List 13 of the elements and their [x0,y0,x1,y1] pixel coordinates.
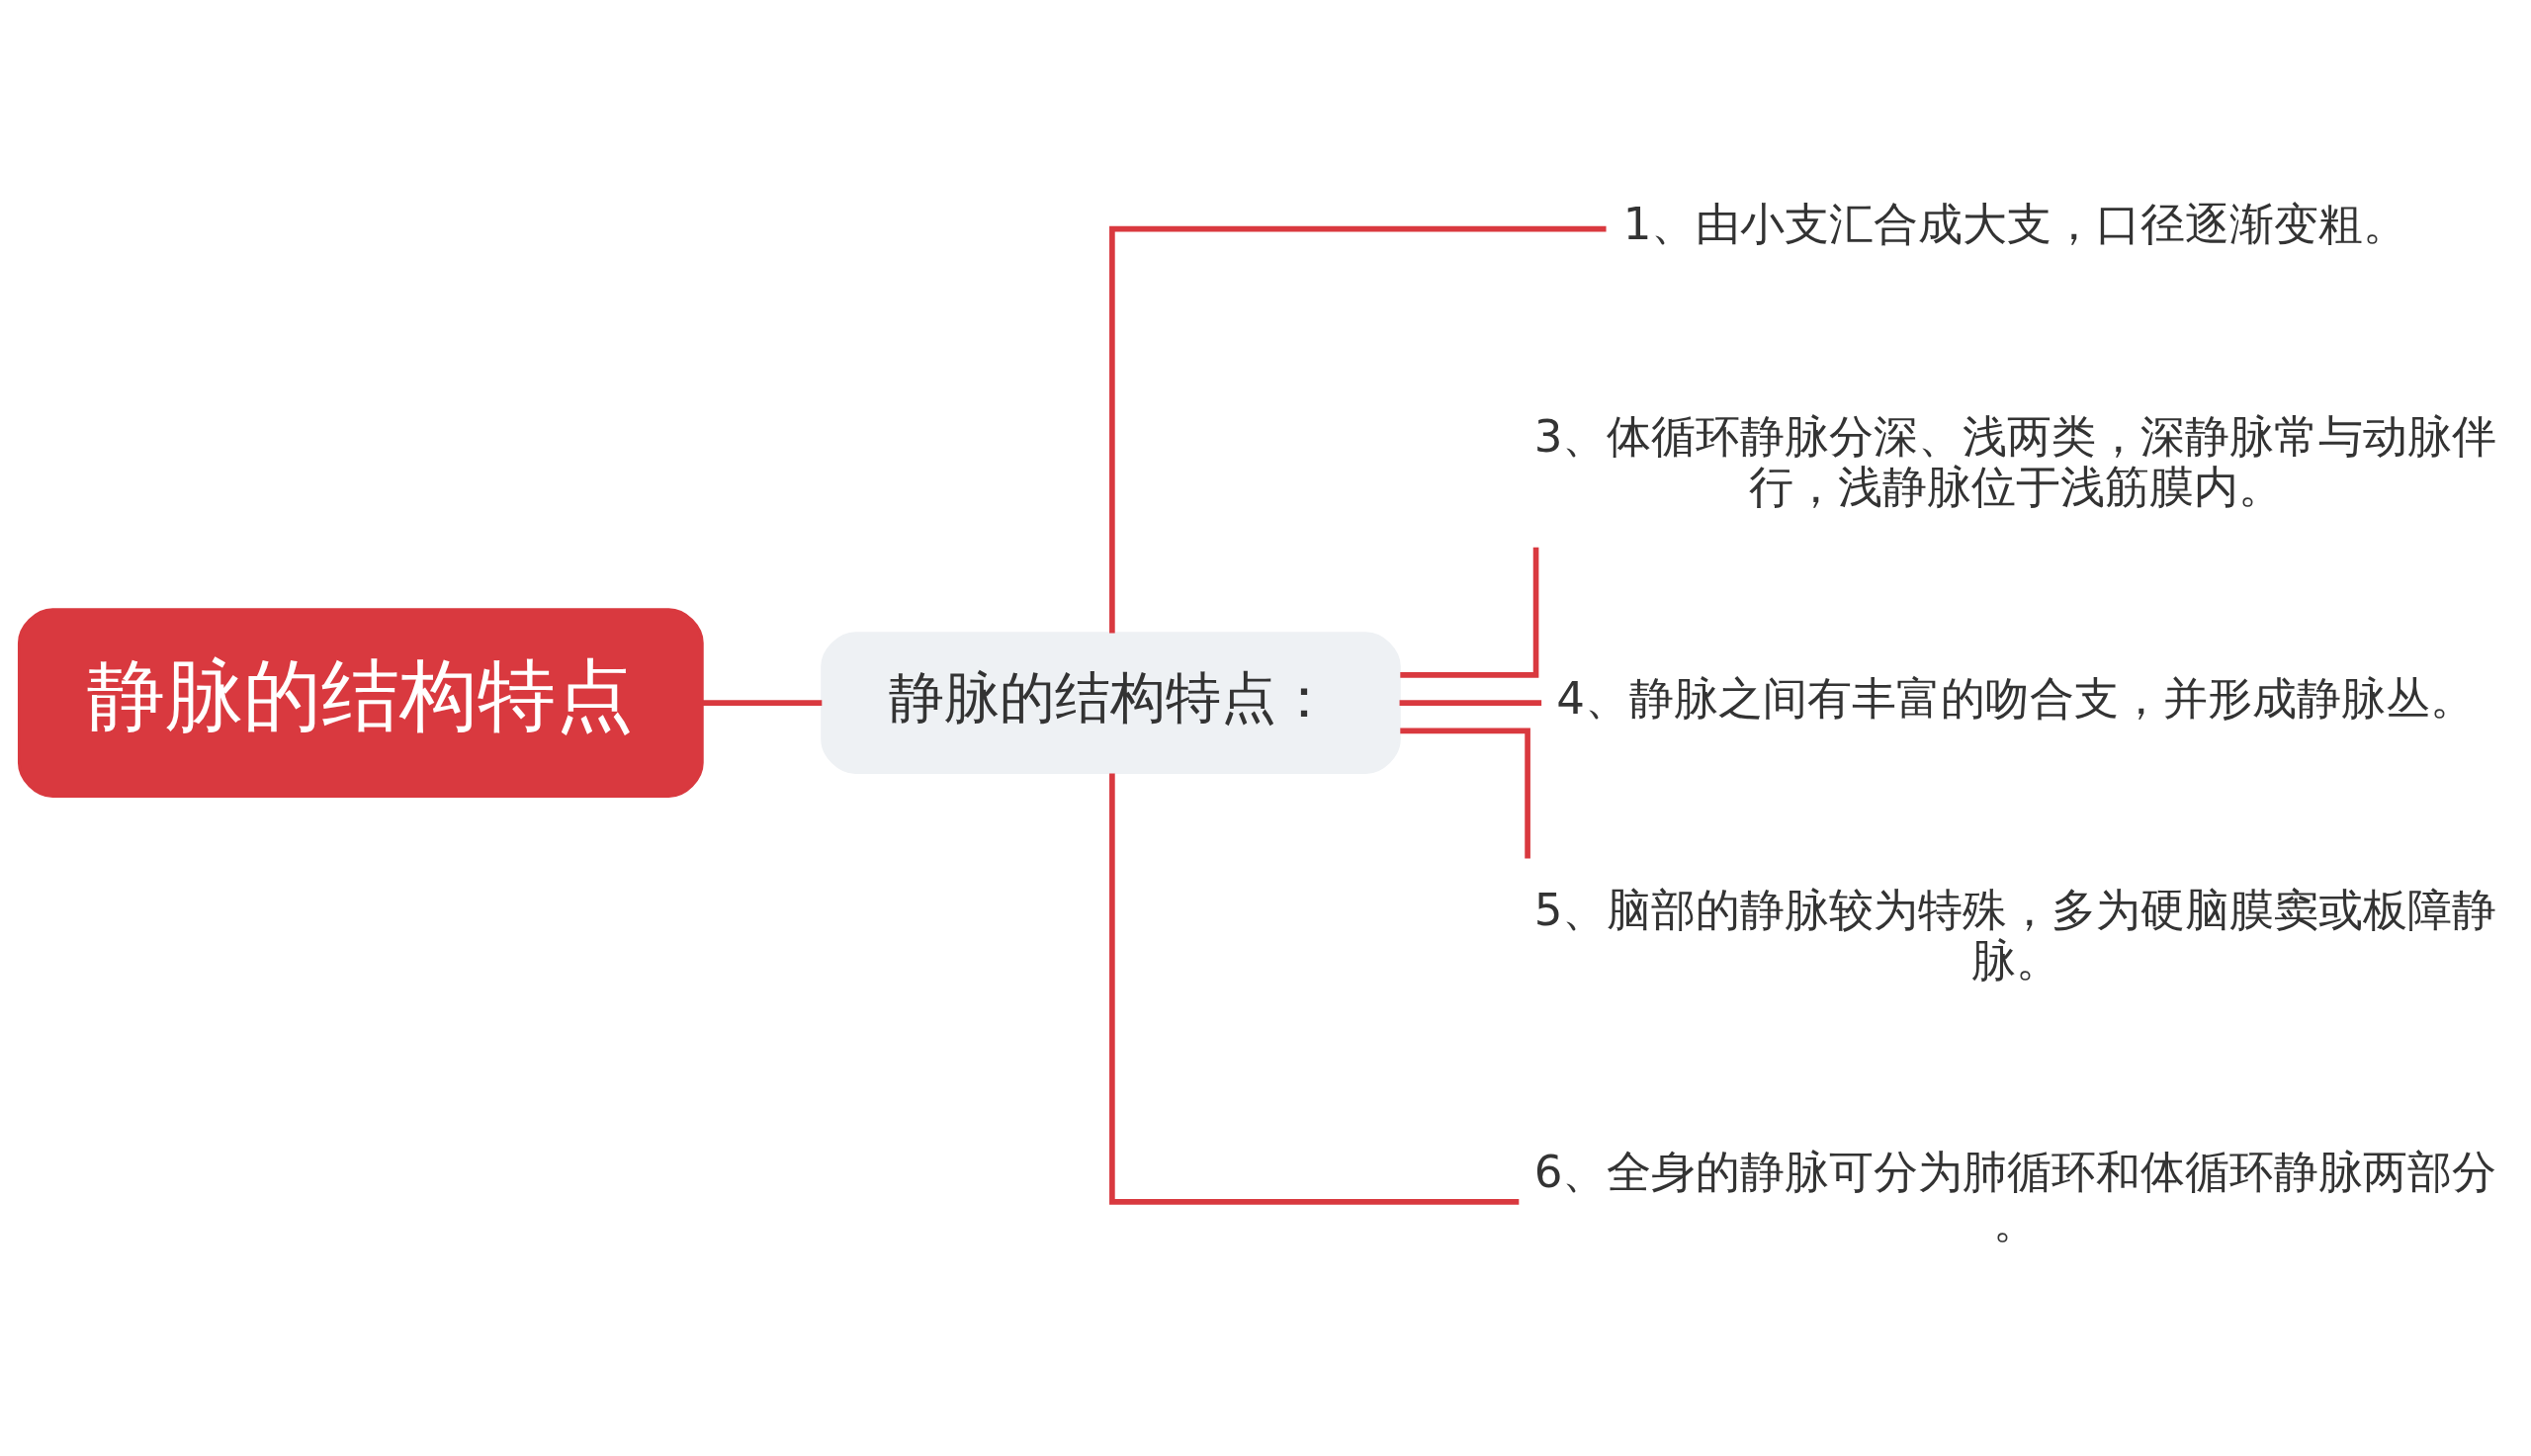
connector [1400,547,1539,678]
connector [1109,225,1607,634]
node-text: 1、由小支汇合成大支，口径逐渐变粗。 [1622,198,2408,251]
node-text: 6、全身的静脉可分为肺循环和体循环静脉两部分。 [1533,1146,2497,1249]
connector [1399,700,1542,706]
node-text: 4、静脉之间有丰富的吻合支，并形成静脉丛。 [1556,671,2475,725]
node-box: 静脉的结构特点： [821,632,1401,775]
connector [1400,728,1530,859]
node-box: 静脉的结构特点 [17,608,704,798]
node-text: 3、体循环静脉分深、浅两类，深静脉常与动脉伴行，浅静脉位于浅筋膜内。 [1533,409,2497,513]
node-text: 5、脑部的静脉较为特殊，多为硬脑膜窦或板障静脉。 [1533,884,2497,986]
connector [1109,773,1520,1205]
connector [702,700,823,706]
